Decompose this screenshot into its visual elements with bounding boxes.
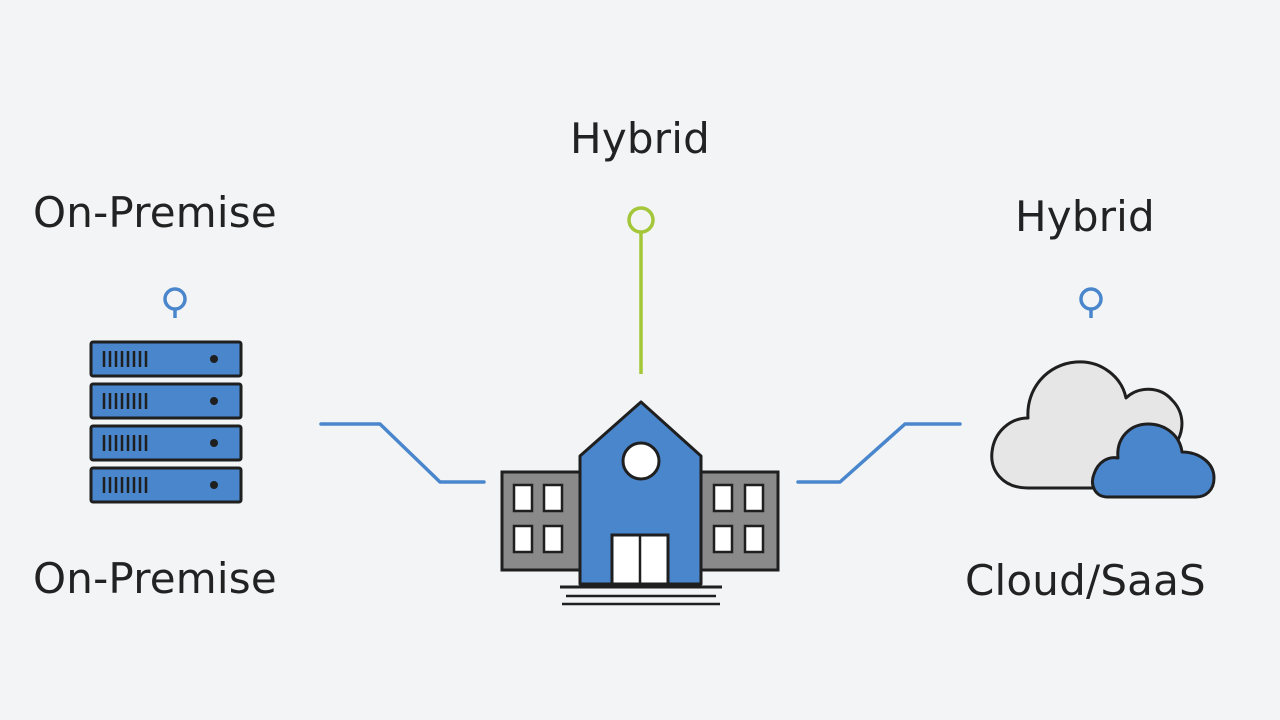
server-unit-4 [89, 466, 243, 504]
left-connector-line [319, 422, 486, 484]
school-building-icon [500, 400, 780, 606]
on-premise-bottom-label: On-Premise [33, 554, 277, 603]
hybrid-right-label: Hybrid [1015, 192, 1155, 241]
small-cloud-icon [1091, 422, 1216, 499]
server-unit-1 [89, 340, 243, 378]
antenna-pin-icon [627, 206, 655, 374]
server-unit-3 [89, 424, 243, 462]
cloud-icon [990, 360, 1216, 499]
cloud-saas-label: Cloud/SaaS [965, 556, 1206, 605]
right-connector-line [796, 422, 962, 484]
hybrid-title-label: Hybrid [570, 114, 710, 163]
location-pin-icon [163, 287, 187, 318]
location-pin-icon [1079, 287, 1103, 318]
server-stack-icon [89, 340, 243, 504]
on-premise-top-label: On-Premise [33, 188, 277, 237]
server-unit-2 [89, 382, 243, 420]
